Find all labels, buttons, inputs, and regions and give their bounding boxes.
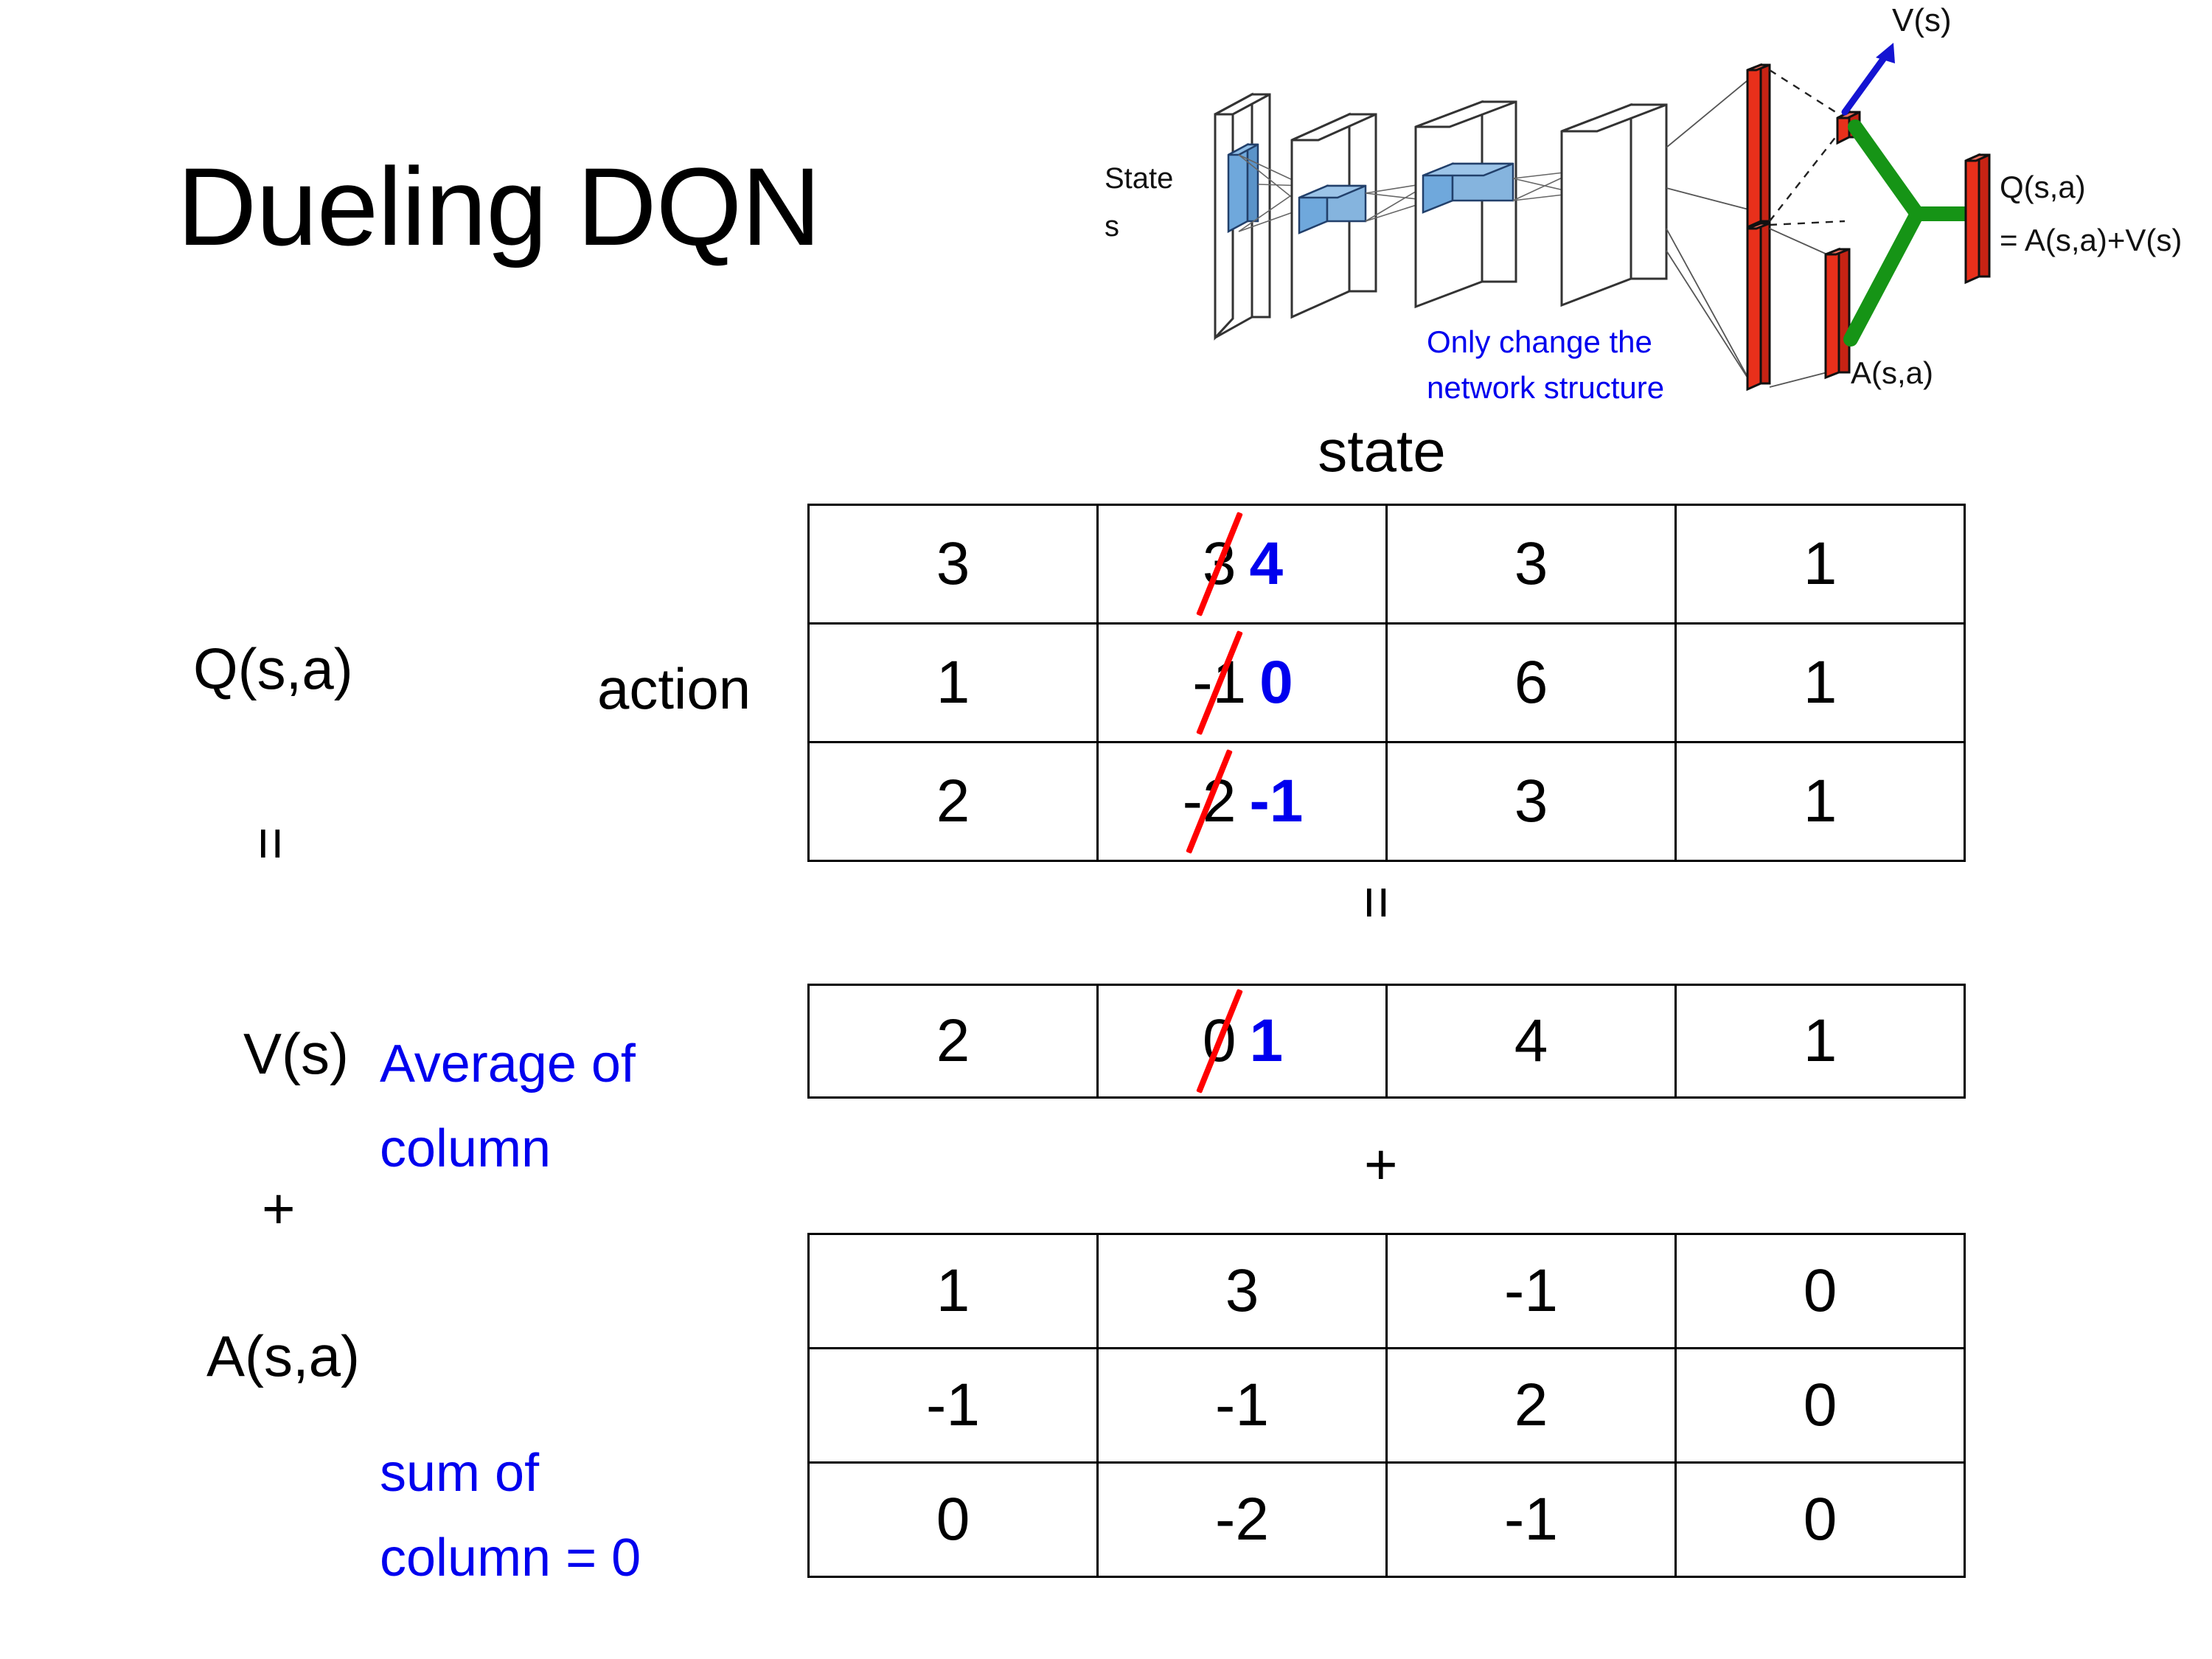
old-value: 0 [1202,1007,1237,1074]
page-title: Dueling DQN [177,145,821,268]
a-note-line1: sum of [380,1444,540,1503]
diagram-state-label-line1: State [1105,162,1173,195]
table-row: 2 -2-1 3 1 [807,741,1966,862]
q-output-bar-shape [1964,153,1991,285]
dueling-network-diagram: State s Only change the network structur… [1084,0,2212,413]
equals-symbol-top: = [238,827,304,860]
conv-patch-2-shape [1422,162,1514,214]
a-cell-r2c3: 0 [1674,1461,1966,1578]
q-cell-r2c3: 1 [1674,741,1966,862]
q-cell-r2c1: -2-1 [1096,741,1388,862]
conv-patch-1-shape [1298,184,1367,234]
v-cell-r0c3: 1 [1674,984,1966,1099]
a-cell-r0c3: 0 [1674,1233,1966,1349]
v-function-label: V(s) [243,1021,349,1086]
conv-block-3-shape [1560,102,1668,307]
old-value: -1 [1192,649,1247,716]
new-value: 1 [1249,1007,1284,1074]
q-cell-r1c3: 1 [1674,622,1966,743]
a-cell-r1c2: 2 [1385,1347,1677,1464]
new-value: 0 [1259,649,1293,716]
merge-connector-shape [1843,119,1982,347]
v-note-line2: column [380,1119,552,1178]
v-note-line1: Average of [380,1034,636,1093]
a-cell-r0c1: 3 [1096,1233,1388,1349]
advantage-stream-bar-shape [1746,221,1771,392]
plus-symbol-mid: + [1364,1132,1398,1197]
q-function-label: Q(s,a) [193,636,353,701]
advantage-output-bar-shape [1824,247,1851,380]
new-value: -1 [1249,768,1304,835]
table-row: -1 -1 2 0 [807,1347,1966,1464]
a-cell-r1c0: -1 [807,1347,1099,1464]
value-stream-bar-shape [1746,63,1771,229]
table-row: 1 3 -1 0 [807,1233,1966,1349]
a-cell-r1c3: 0 [1674,1347,1966,1464]
old-value: 3 [1202,530,1237,597]
a-note-line2: column = 0 [380,1528,641,1587]
plus-symbol-left: + [262,1176,296,1241]
diagram-q-label-line1: Q(s,a) [2000,170,2086,204]
input-patch-shape [1227,142,1259,234]
state-header-label: state [1318,418,1446,484]
conv-block-1-shape [1290,112,1377,319]
a-cell-r2c1: -2 [1096,1461,1388,1578]
equals-symbol-mid: = [1344,886,1410,919]
q-cell-r1c2: 6 [1385,622,1677,743]
a-cell-r2c2: -1 [1385,1461,1677,1578]
diagram-note-line1: Only change the [1427,324,1652,359]
new-value: 4 [1249,530,1284,597]
diagram-note-line2: network structure [1427,370,1664,405]
table-row: 0 -2 -1 0 [807,1461,1966,1578]
diagram-value-label: V(s) [1892,2,1952,38]
stream-split-lines [1666,77,1752,384]
edited-cell: -2-1 [1181,767,1304,836]
q-cell-r0c0: 3 [807,504,1099,625]
a-function-label: A(s,a) [206,1324,361,1388]
q-cell-r2c0: 2 [807,741,1099,862]
v-cell-r0c0: 2 [807,984,1099,1099]
a-cell-r2c0: 0 [807,1461,1099,1578]
diagram-advantage-label: A(s,a) [1851,355,1933,390]
diagram-state-label-line2: s [1105,210,1119,243]
a-cell-r0c0: 1 [807,1233,1099,1349]
q-cell-r0c2: 3 [1385,504,1677,625]
value-output-arrow-icon [1841,43,1895,116]
value-dashed-lines [1769,69,1846,226]
q-cell-r0c3: 1 [1674,504,1966,625]
q-cell-r2c2: 3 [1385,741,1677,862]
diagram-q-label-line2: = A(s,a)+V(s) [2000,223,2182,257]
action-header-label: action [597,656,751,721]
v-cell-r0c2: 4 [1385,984,1677,1099]
a-value-table: 1 3 -1 0 -1 -1 2 0 0 -2 -1 0 [807,1233,1966,1578]
old-value: -2 [1182,768,1237,835]
a-cell-r1c1: -1 [1096,1347,1388,1464]
q-cell-r1c0: 1 [807,622,1099,743]
advantage-connect-lines [1769,228,1828,388]
a-cell-r0c2: -1 [1385,1233,1677,1349]
